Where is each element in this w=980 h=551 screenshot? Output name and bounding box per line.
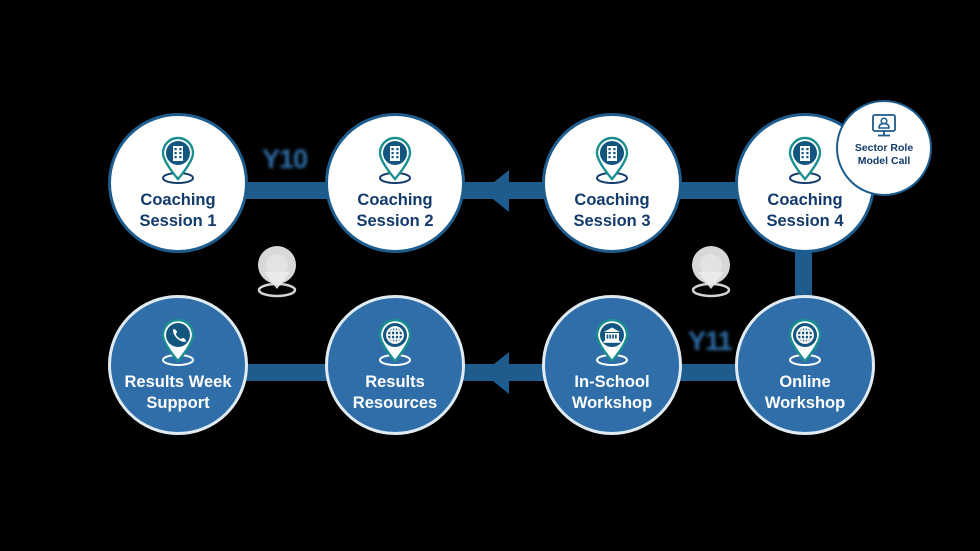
map-pin-school-icon [586, 316, 638, 368]
monitor-person-icon [870, 112, 898, 140]
watermark-pin-left [252, 243, 302, 304]
year-label-bottom: Y11 [688, 326, 733, 356]
map-pin-building-icon [586, 134, 638, 186]
map-pin-building-icon [779, 134, 831, 186]
map-pin-globe-icon [369, 316, 421, 368]
map-pin-building-icon [369, 134, 421, 186]
arrow-session3-to-session2 [483, 170, 509, 212]
arrow-in-school-to-resources [483, 352, 509, 394]
map-pin-globe-icon [779, 316, 831, 368]
watermark-pin-right [686, 243, 736, 304]
year-label-top: Y10 [262, 144, 308, 174]
map-pin-phone-icon [152, 316, 204, 368]
map-pin-building-icon [152, 134, 204, 186]
